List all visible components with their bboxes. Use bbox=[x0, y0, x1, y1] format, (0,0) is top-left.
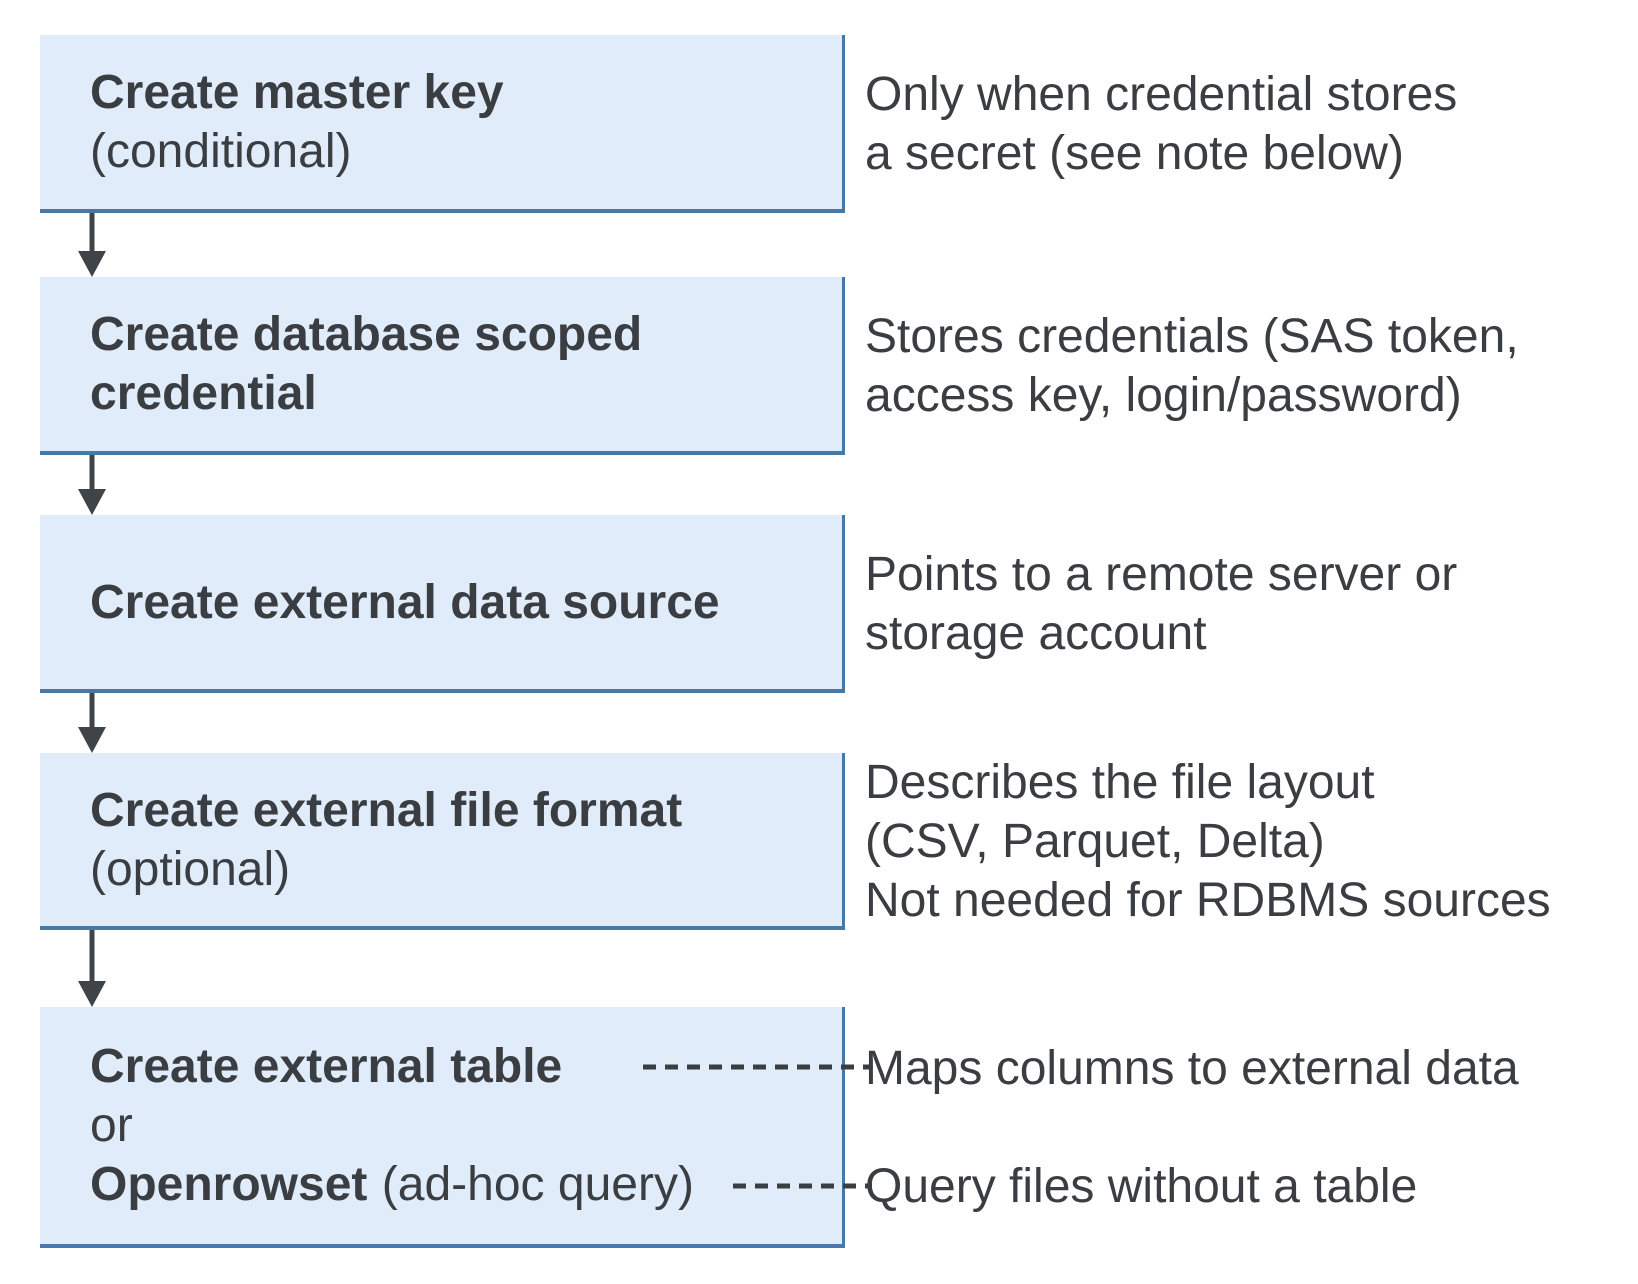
box-title: Create database scoped bbox=[90, 308, 643, 361]
step-box-external-table: Create external table or Openrowset(ad-h… bbox=[40, 1007, 845, 1248]
box-title: Create external table bbox=[90, 1040, 563, 1093]
note-line: Query files without a table bbox=[865, 1160, 1418, 1213]
note-line: storage account bbox=[865, 607, 1207, 660]
note-line: (CSV, Parquet, Delta) bbox=[865, 815, 1325, 868]
step-box-master-key: Create master key (conditional) bbox=[40, 35, 845, 213]
openrowset-label: Openrowset bbox=[90, 1158, 368, 1211]
note-line: Only when credential stores bbox=[865, 68, 1458, 121]
down-arrow-icon bbox=[78, 213, 106, 277]
box-title: Create external data source bbox=[90, 575, 720, 629]
dashed-connector-external-table bbox=[643, 1064, 872, 1070]
note-query-files: Query files without a table bbox=[865, 1157, 1625, 1216]
box-title-line2: credential bbox=[90, 367, 317, 420]
dashed-connector-openrowset bbox=[733, 1183, 872, 1189]
box-subtitle: (conditional) bbox=[90, 125, 352, 178]
note-line: access key, login/password) bbox=[865, 369, 1462, 422]
down-arrow-icon bbox=[78, 930, 106, 1007]
note-master-key: Only when credential stores a secret (se… bbox=[865, 35, 1625, 213]
box-openrowset-line: Openrowset(ad-hoc query) bbox=[90, 1155, 842, 1214]
note-data-source: Points to a remote server or storage acc… bbox=[865, 515, 1625, 693]
note-line: Not needed for RDBMS sources bbox=[865, 874, 1551, 927]
note-file-format: Describes the file layout (CSV, Parquet,… bbox=[865, 753, 1625, 930]
step-box-scoped-credential: Create database scoped credential bbox=[40, 277, 845, 455]
note-line: Stores credentials (SAS token, bbox=[865, 310, 1519, 363]
box-title: Create external file format bbox=[90, 783, 683, 837]
note-line: Maps columns to external data bbox=[865, 1042, 1519, 1095]
note-scoped-credential: Stores credentials (SAS token, access ke… bbox=[865, 277, 1625, 455]
note-maps-columns: Maps columns to external data bbox=[865, 1039, 1625, 1098]
box-title: Create master key bbox=[90, 66, 504, 119]
note-line: a secret (see note below) bbox=[865, 127, 1404, 180]
box-or-label: or bbox=[90, 1099, 133, 1152]
box-subtitle: (optional) bbox=[90, 842, 291, 896]
step-box-external-file-format: Create external file format (optional) bbox=[40, 753, 845, 930]
note-line: Points to a remote server or bbox=[865, 548, 1458, 601]
note-line: Describes the file layout bbox=[865, 756, 1375, 809]
down-arrow-icon bbox=[78, 693, 106, 753]
step-box-external-data-source: Create external data source bbox=[40, 515, 845, 693]
adhoc-query-label: (ad-hoc query) bbox=[381, 1158, 694, 1211]
down-arrow-icon bbox=[78, 455, 106, 515]
